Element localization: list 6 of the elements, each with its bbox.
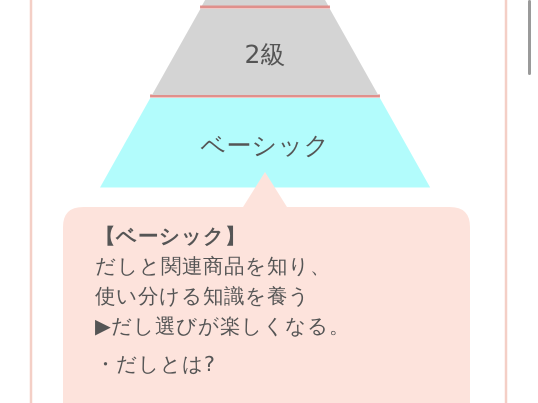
level-label: 2級 <box>244 39 286 71</box>
description-text: だしと関連商品を知り、使い分ける知識を養う <box>95 253 331 310</box>
level-label: ベーシック <box>200 130 330 162</box>
bullet-item: ・だしとは? <box>95 351 216 378</box>
callout-heading: 【ベーシック】 <box>95 223 247 250</box>
result-text: ▶だし選びが楽しくなる。 <box>95 313 351 340</box>
